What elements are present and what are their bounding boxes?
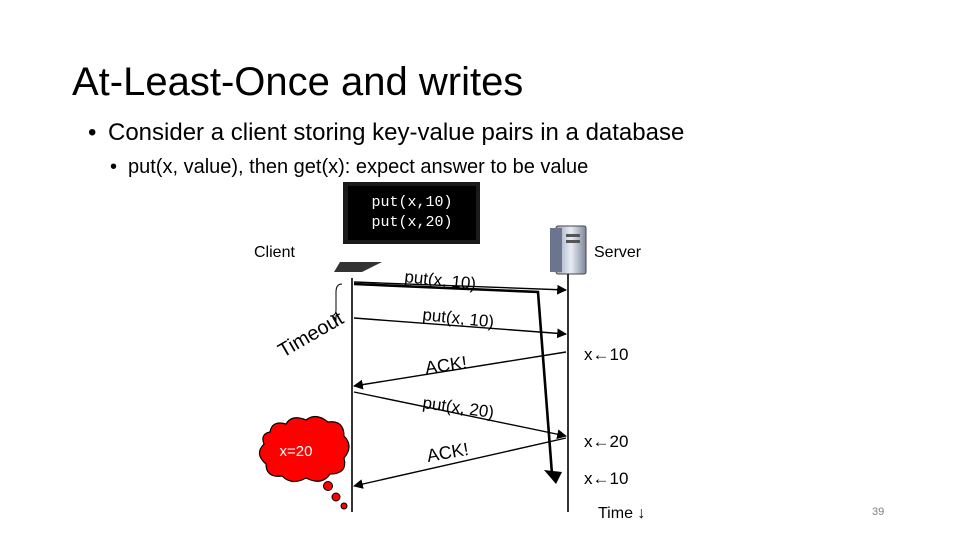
server-label: Server [594,244,642,261]
server-state-2: x←20 [584,432,628,451]
timeout-label: Timeout [275,307,348,362]
timeout-brace [329,283,343,324]
server-state-1: x←10 [584,345,628,364]
delayed-duplicate-arrowhead [544,470,562,484]
msg-ack1 [353,351,567,390]
bullet-2: • put(x, value), then get(x): expect answ… [110,154,588,180]
thought-text: x=20 [280,443,313,460]
slide-title: At-Least-Once and writes [72,60,524,104]
bullet-1: • Consider a client storing key-value pai… [88,118,684,148]
thought-bubble [258,415,350,510]
msg-put2-label: put(x, 20) [421,393,495,422]
bullet-1-text: Consider a client storing key-value pair… [108,119,685,146]
bullet-glyph: • [88,119,97,146]
screen-line-2: put(x,20) [371,214,452,231]
delayed-duplicate-line [353,282,554,475]
msg-put1-retry [353,317,567,339]
bullet-glyph: • [110,156,118,178]
msg-put1-retry-label: put(x, 10) [422,305,495,331]
msg-ack1-label: ACK! [424,352,468,378]
slide-number: 39 [872,506,885,518]
msg-put1-first [353,281,567,295]
laptop-screen [348,186,476,240]
screen-line-1: put(x,10) [371,194,452,211]
client-label: Client [254,244,295,261]
server-icon [550,225,587,275]
msg-put2 [353,391,567,440]
bullet-2-text: put(x, value), then get(x): expect answe… [128,156,589,178]
msg-ack2 [353,437,567,489]
server-state-3: x←10 [584,469,628,488]
time-label: Time ↓ [598,505,645,522]
